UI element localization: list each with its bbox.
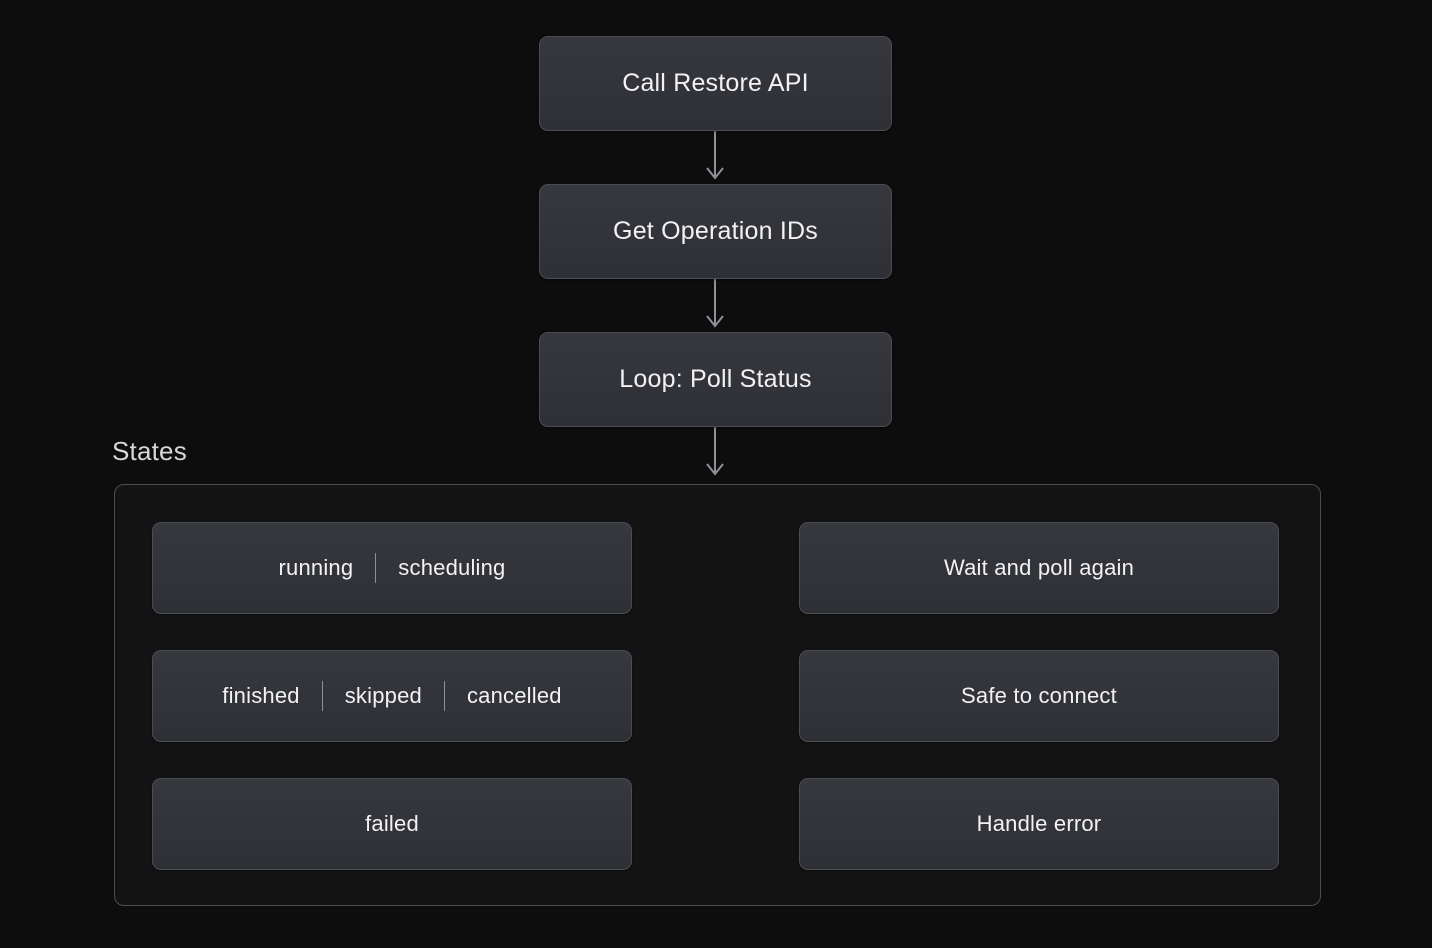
arrowhead-states bbox=[706, 463, 724, 476]
node-state-failed[interactable]: failed bbox=[152, 778, 632, 870]
node-action-safe-to-connect[interactable]: Safe to connect bbox=[799, 650, 1279, 742]
state-token-list: failed bbox=[343, 811, 441, 837]
state-separator-icon bbox=[321, 681, 323, 711]
arrowhead-get-ids bbox=[706, 167, 724, 180]
node-call-restore-api-label: Call Restore API bbox=[622, 69, 809, 97]
node-state-running-scheduling[interactable]: running scheduling bbox=[152, 522, 632, 614]
node-loop-poll-status[interactable]: Loop: Poll Status bbox=[539, 332, 892, 427]
state-token-finished: finished bbox=[222, 683, 300, 708]
state-token-running: running bbox=[278, 555, 354, 580]
state-token-list: running scheduling bbox=[257, 553, 528, 583]
state-token-scheduling: scheduling bbox=[398, 555, 506, 580]
node-action-safe-label: Safe to connect bbox=[961, 683, 1117, 708]
state-separator-icon bbox=[375, 553, 377, 583]
node-get-operation-ids[interactable]: Get Operation IDs bbox=[539, 184, 892, 279]
node-action-handle-label: Handle error bbox=[976, 811, 1102, 836]
state-token-skipped: skipped bbox=[344, 683, 422, 708]
state-token-failed: failed bbox=[365, 811, 419, 836]
node-loop-poll-status-label: Loop: Poll Status bbox=[619, 365, 812, 393]
node-action-handle-error[interactable]: Handle error bbox=[799, 778, 1279, 870]
node-action-wait-and-poll-again[interactable]: Wait and poll again bbox=[799, 522, 1279, 614]
node-state-finished-skipped-cancelled[interactable]: finished skipped cancelled bbox=[152, 650, 632, 742]
state-separator-icon bbox=[443, 681, 445, 711]
node-get-operation-ids-label: Get Operation IDs bbox=[613, 217, 818, 245]
state-token-cancelled: cancelled bbox=[466, 683, 562, 708]
arrowhead-loop bbox=[706, 315, 724, 328]
node-call-restore-api[interactable]: Call Restore API bbox=[539, 36, 892, 131]
state-token-list: finished skipped cancelled bbox=[200, 681, 583, 711]
node-action-wait-label: Wait and poll again bbox=[943, 555, 1135, 580]
states-group-label: States bbox=[112, 436, 187, 466]
